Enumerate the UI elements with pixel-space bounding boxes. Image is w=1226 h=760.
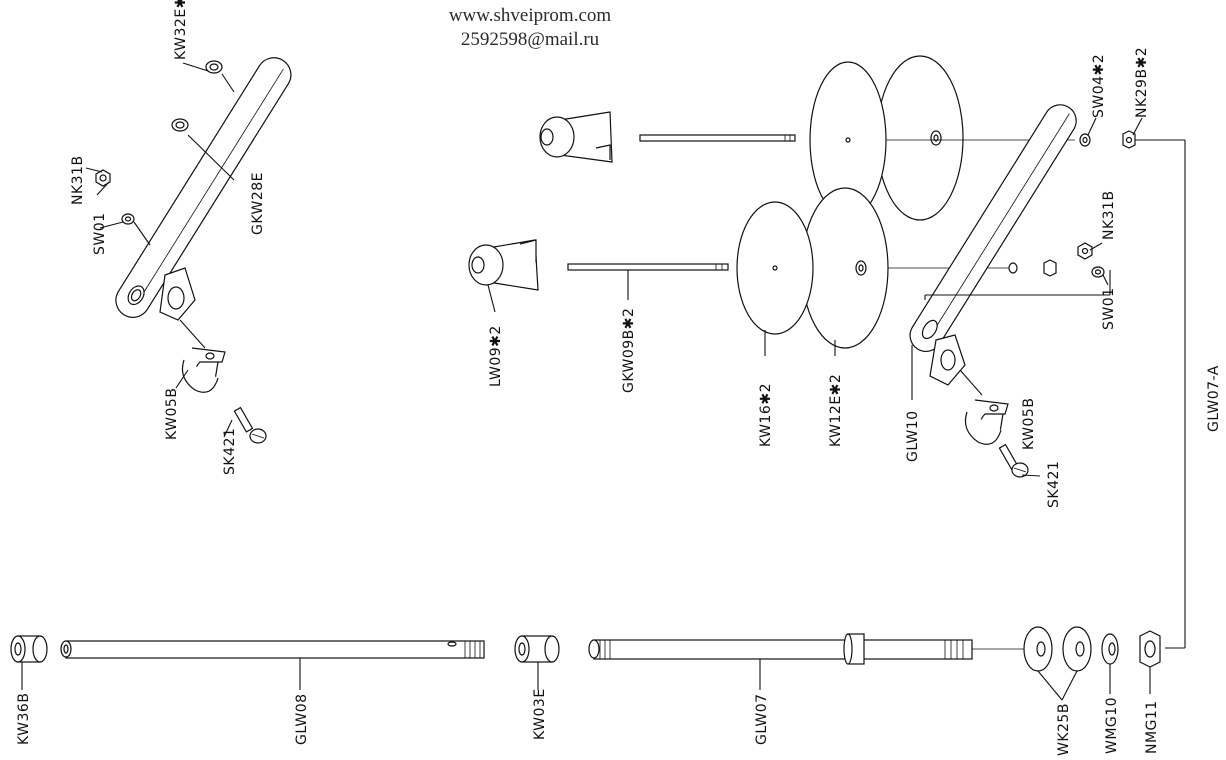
part-labels: KW32E✱2 NK31B SW01 GKW28E KW05B SK421 SW… — [16, 0, 1222, 756]
kw32e-part-2 — [171, 118, 189, 132]
label-nk29b: NK29B✱2 — [1134, 47, 1150, 118]
label-sw04: SW04✱2 — [1091, 54, 1107, 118]
nk31b-right-part — [1077, 242, 1093, 260]
label-gkw09b: GKW09B✱2 — [621, 308, 637, 393]
kw36b-part — [10, 635, 48, 663]
label-kw32e: KW32E✱2 — [173, 0, 189, 60]
kw05b-left-part — [181, 347, 226, 393]
label-kw36b: KW36B — [16, 693, 32, 745]
wk25b-part-1 — [1023, 626, 1053, 672]
sk421-right-part — [998, 443, 1029, 478]
bottom-shaft-assembly — [10, 626, 1161, 701]
arm-gkw28e — [115, 57, 292, 318]
label-nmg11: NMG11 — [1144, 700, 1160, 754]
glw08-part — [60, 640, 485, 659]
label-wmg10: WMG10 — [1104, 697, 1120, 754]
label-kw05b-right: KW05B — [1021, 398, 1037, 450]
right-upper-assembly — [468, 55, 1186, 649]
label-kw16: KW16✱2 — [758, 383, 774, 447]
email-text: 2592598@mail.ru — [460, 29, 600, 50]
label-gkw28e: GKW28E — [250, 172, 266, 235]
website-text: www.shveiprom.com — [448, 5, 612, 26]
kw03e-part — [514, 635, 560, 663]
kw12e-lower-disc — [801, 187, 889, 349]
sw01-right-part — [1091, 266, 1105, 278]
label-nk31b-right: NK31B — [1101, 190, 1117, 240]
kw16-lower-disc — [736, 201, 814, 335]
label-sk421-right: SK421 — [1046, 461, 1062, 508]
label-sk421-left: SK421 — [222, 428, 238, 475]
label-kw03e: KW03E — [532, 688, 548, 740]
label-lw09: LW09✱2 — [488, 325, 504, 387]
sw01-left-part — [121, 213, 135, 225]
nk31b-left-part — [95, 169, 111, 187]
kw12e-upper-disc — [876, 55, 964, 221]
glw07-part — [588, 633, 973, 665]
nmg11-part — [1139, 630, 1161, 668]
gkw09b-upper-shaft — [639, 134, 796, 142]
arm-glw10 — [909, 104, 1077, 352]
wk25b-part-2 — [1062, 626, 1092, 672]
lw09-lower-part — [468, 239, 539, 291]
nk29b-part — [1122, 130, 1136, 149]
sw04-part — [1079, 133, 1091, 147]
label-sw01-left: SW01 — [92, 212, 108, 255]
label-glw10: GLW10 — [905, 410, 921, 462]
label-wk25b: WK25B — [1056, 703, 1072, 756]
label-glw07a: GLW07-A — [1206, 365, 1222, 432]
label-glw08: GLW08 — [294, 693, 310, 745]
label-sw01-right: SW01 — [1101, 287, 1117, 330]
header-text: www.shveiprom.com 2592598@mail.ru — [400, 4, 660, 52]
label-glw07: GLW07 — [754, 693, 770, 745]
gkw09b-lower-shaft — [567, 263, 729, 271]
label-kw05b-left: KW05B — [164, 388, 180, 440]
kw32e-part-1 — [205, 60, 223, 74]
label-nk31b-left: NK31B — [70, 155, 86, 205]
sk421-left-part — [233, 406, 267, 444]
wmg10-part — [1101, 633, 1119, 665]
label-kw12e: KW12E✱2 — [828, 374, 844, 447]
kw05b-right-part — [964, 399, 1009, 445]
lw09-upper-part — [539, 111, 613, 163]
left-arm-assembly — [85, 57, 292, 444]
